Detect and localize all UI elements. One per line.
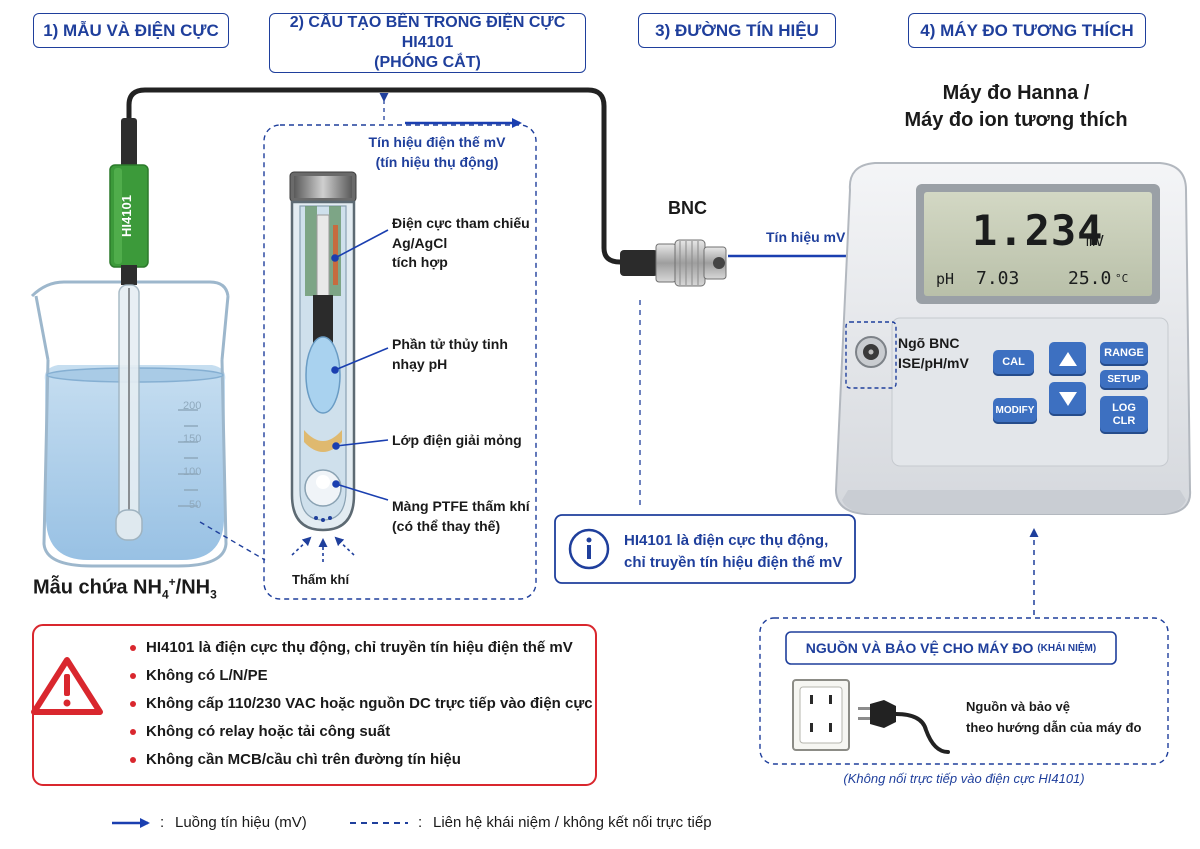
lcd-temperature: 25.0: [1068, 268, 1112, 289]
modify-button[interactable]: MODIFY: [993, 398, 1037, 424]
bnc-port-label: Ngõ BNC ISE/pH/mV: [898, 334, 969, 373]
beaker-tick-200: 200: [183, 400, 202, 412]
bnc-input-port[interactable]: [852, 333, 890, 371]
warning-item-5: Không cần MCB/cầu chì trên đường tín hiệ…: [130, 750, 593, 778]
up-arrow-icon: [1058, 352, 1077, 366]
setup-button[interactable]: SETUP: [1100, 370, 1148, 390]
lcd-ph-label: pH: [936, 270, 955, 288]
signal-mv-label: Tín hiệu mV: [766, 229, 846, 245]
lcd-main-value: 1.234: [972, 206, 1104, 255]
ptfe-membrane-line2: (có thể thay thế): [392, 517, 501, 534]
lcd-unit: mV: [1086, 232, 1105, 250]
power-description: Nguồn và bảo vệ theo hướng dẫn của máy đ…: [966, 696, 1141, 739]
legend-dashed-colon: :: [418, 814, 423, 831]
meter-title-line2: Máy đo ion tương thích: [904, 109, 1128, 131]
warning-list: HI4101 là điện cực thụ động, chỉ truyền …: [130, 638, 593, 778]
header-internal-structure: 2) CẤU TẠO BÊN TRONG ĐIỆN CỰC HI4101 (PH…: [269, 13, 586, 73]
gas-permeation-label: Thấm khí: [292, 572, 350, 587]
down-arrow-button[interactable]: [1049, 382, 1086, 416]
electrolyte-label: Lớp điện giải mỏng: [392, 432, 522, 448]
meter-title-line1: Máy đo Hanna /: [942, 82, 1090, 104]
header-signal-path: 3) ĐƯỜNG TÍN HIỆU: [638, 13, 836, 48]
plug-icon: [858, 698, 950, 754]
up-arrow-button[interactable]: [1049, 342, 1086, 376]
reference-electrode-label: Điện cực tham chiếu Ag/AgCl tích hợp: [392, 214, 530, 273]
legend-solid-label: Luồng tín hiệu (mV): [175, 814, 307, 831]
header-internal-structure-line2: (PHÓNG CẮT): [374, 54, 481, 71]
beaker-tick-150: 150: [183, 433, 202, 445]
cal-button[interactable]: CAL: [993, 350, 1034, 376]
cutaway-electrode: [289, 171, 357, 532]
sample-label-sub2: 3: [210, 587, 217, 602]
sample-label-prefix: Mẫu chứa NH: [33, 576, 162, 599]
cutaway-signal-line1: Tín hiệu điện thế mV: [368, 134, 506, 150]
warning-item-4: Không có relay hoặc tải công suất: [130, 722, 593, 750]
electrode-model-label: HI4101: [119, 195, 134, 237]
power-note: (Không nối trực tiếp vào điện cực HI4101…: [843, 771, 1085, 786]
reference-electrode-line1: Điện cực tham chiếu: [392, 215, 530, 231]
info-box-line1: HI4101 là điện cực thụ động,: [624, 532, 829, 549]
warning-item-3: Không cấp 110/230 VAC hoặc nguồn DC trực…: [130, 694, 593, 722]
lcd-temperature-unit: °C: [1115, 272, 1129, 285]
log-clr-button[interactable]: LOG CLR: [1100, 396, 1148, 434]
warning-item-2: Không có L/N/PE: [130, 666, 593, 694]
legend-solid-colon: :: [160, 814, 165, 831]
sample-label-mid: /NH: [175, 576, 211, 599]
bnc-label: BNC: [668, 198, 707, 218]
bnc-port-line1: Ngõ BNC: [898, 335, 960, 351]
glass-element-line2: nhạy pH: [392, 355, 448, 372]
down-arrow-icon: [1058, 392, 1077, 406]
header-compatible-meter: 4) MÁY ĐO TƯƠNG THÍCH: [908, 13, 1146, 48]
meter-title: Máy đo Hanna / Máy đo ion tương thích: [880, 80, 1152, 134]
ptfe-membrane-line1: Màng PTFE thấm khí: [392, 498, 530, 514]
bnc-connector: [620, 239, 727, 287]
info-box-text: HI4101 là điện cực thụ động, chỉ truyền …: [624, 530, 842, 574]
log-clr-line2: CLR: [1112, 415, 1136, 427]
ptfe-membrane-label: Màng PTFE thấm khí (có thể thay thế): [392, 497, 530, 536]
bnc-port-line2: ISE/pH/mV: [898, 354, 969, 371]
sample-label-sub1: 4: [161, 587, 169, 602]
sample-label-sup: +: [168, 575, 176, 589]
power-title-note: (KHÁI NIỆM): [1037, 642, 1097, 654]
info-box-line2: chỉ truyền tín hiệu điện thế mV: [624, 553, 843, 571]
power-description-line1: Nguồn và bảo vệ: [966, 699, 1071, 714]
beaker-tick-100: 100: [183, 466, 202, 478]
header-internal-structure-line1: 2) CẤU TẠO BÊN TRONG ĐIỆN CỰC HI4101: [289, 14, 566, 51]
lcd-ph-value: 7.03: [976, 268, 1020, 289]
power-title-main: NGUỒN VÀ BẢO VỆ CHO MÁY ĐO: [805, 640, 1034, 656]
outlet-icon: [793, 680, 849, 750]
glass-element-label: Phần tử thủy tinh nhạy pH: [392, 335, 508, 374]
power-description-line2: theo hướng dẫn của máy đo: [966, 720, 1142, 736]
warning-item-1: HI4101 là điện cực thụ động, chỉ truyền …: [130, 638, 593, 666]
legend-dashed-label: Liên hệ khái niệm / không kết nối trực t…: [433, 814, 712, 831]
beaker-tick-50: 50: [189, 499, 202, 511]
range-button[interactable]: RANGE: [1100, 342, 1148, 366]
cutaway-signal-label: Tín hiệu điện thế mV (tín hiệu thụ động): [352, 133, 522, 172]
cutaway-signal-line2: (tín hiệu thụ động): [375, 153, 499, 170]
reference-electrode-line3: tích hợp: [392, 254, 448, 271]
glass-element-line1: Phần tử thủy tinh: [392, 336, 508, 352]
log-clr-line1: LOG: [1112, 401, 1136, 414]
header-sample-electrode: 1) MẪU VÀ ĐIỆN CỰC: [33, 13, 229, 48]
warning-icon: [34, 660, 100, 712]
reference-electrode-line2: Ag/AgCl: [392, 234, 448, 251]
power-box-title: NGUỒN VÀ BẢO VỆ CHO MÁY ĐO (KHÁI NIỆM): [786, 632, 1116, 664]
sample-label: Mẫu chứa NH4+/NH3: [33, 575, 217, 602]
